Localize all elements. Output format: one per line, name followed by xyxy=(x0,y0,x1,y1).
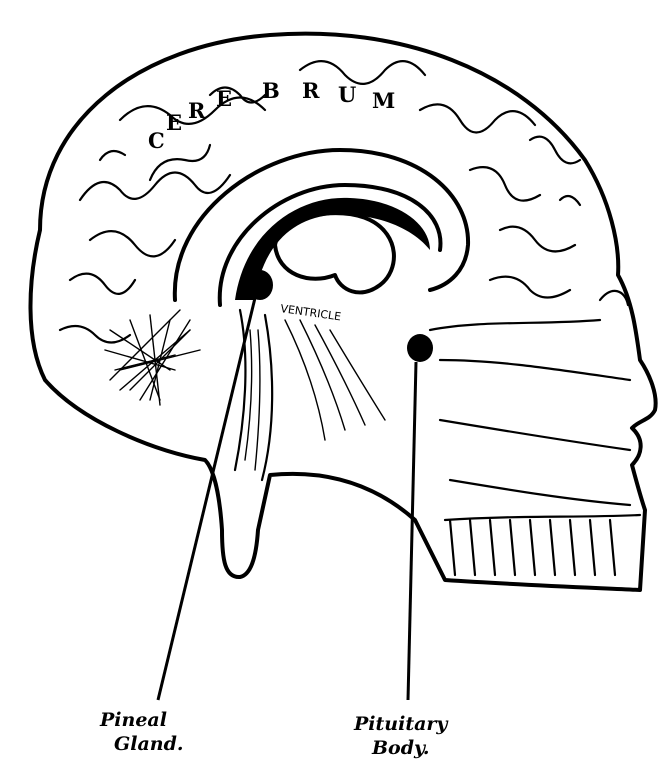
cerebellum xyxy=(105,310,200,405)
pituitary-leader-line xyxy=(408,362,416,700)
pituitary-label-line: Pituitary xyxy=(354,712,447,736)
pituitary-label-line: Body. xyxy=(372,736,447,760)
medulla xyxy=(235,310,272,480)
cerebrum-letter: R xyxy=(302,78,320,103)
cerebrum-letter: U xyxy=(338,82,356,107)
cerebrum-letter: R xyxy=(188,98,206,123)
face-bones xyxy=(430,291,630,505)
cerebrum-letter: E xyxy=(166,110,182,135)
cerebrum-letter: E xyxy=(216,86,232,111)
pineal-leader-line xyxy=(158,298,255,700)
cerebrum-letter: M xyxy=(372,88,395,113)
thalamus xyxy=(275,213,394,292)
pineal-label-line: Pineal xyxy=(100,708,183,732)
cerebrum-letter: C xyxy=(148,128,165,153)
pituitary-body-label: Pituitary Body. xyxy=(354,712,447,760)
cerebrum-letter: B xyxy=(262,78,280,103)
teeth xyxy=(445,515,640,575)
ventricle-text: VENTRICLE xyxy=(280,302,342,323)
pineal-gland xyxy=(247,270,273,300)
pineal-gland-label: Pineal Gland. xyxy=(100,708,183,756)
pituitary-body xyxy=(407,334,433,362)
pineal-label-line: Gland. xyxy=(114,732,183,756)
